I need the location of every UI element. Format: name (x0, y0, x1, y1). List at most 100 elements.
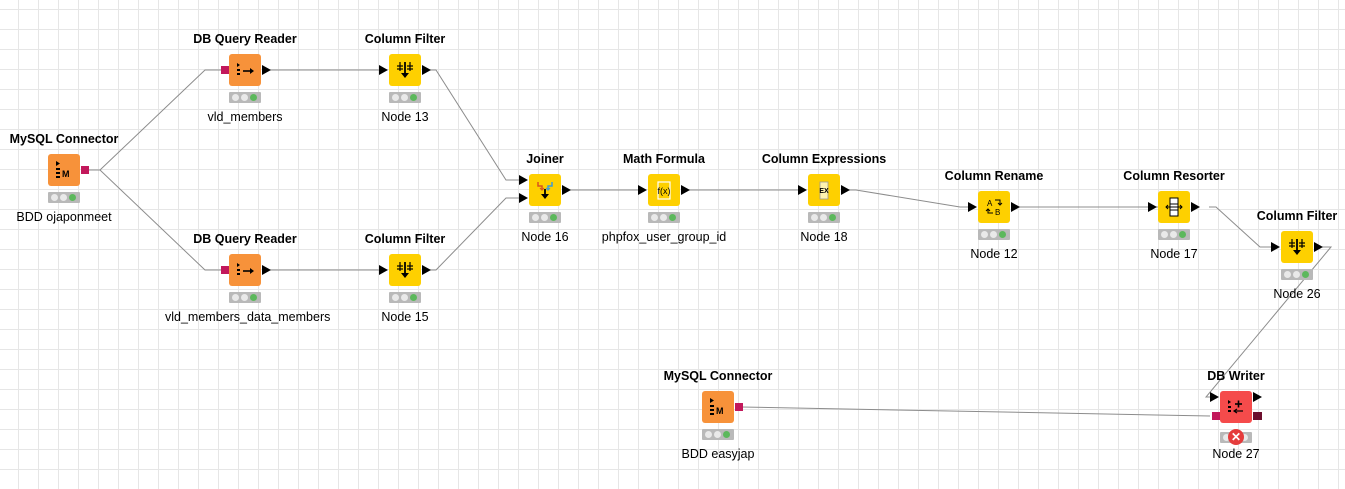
status-light-green (723, 431, 730, 438)
node-mysql-connector-1[interactable]: MySQL Connector M BDD ojaponmeet (0, 132, 144, 232)
db-input-port[interactable] (221, 266, 229, 274)
status-light-green (550, 214, 557, 221)
node-label[interactable]: BDD easyjap (681, 447, 755, 461)
node-title: MySQL Connector (9, 132, 119, 146)
db-output-port[interactable] (735, 403, 743, 411)
node-body[interactable] (389, 254, 421, 286)
data-input-port[interactable] (379, 65, 388, 75)
node-title: DB Query Reader (193, 232, 297, 246)
node-label[interactable]: Node 27 (1212, 447, 1260, 461)
node-label[interactable]: phpfox_user_group_id (601, 230, 727, 244)
node-label[interactable]: vld_members (207, 110, 283, 124)
node-label[interactable]: Node 17 (1150, 247, 1198, 261)
node-label[interactable]: vld_members_data_members (165, 310, 331, 324)
data-output-port[interactable] (681, 185, 690, 195)
node-label[interactable]: Node 13 (381, 110, 429, 124)
node-column-expressions[interactable]: Column Expressions EX Node 18 (744, 152, 904, 252)
node-body[interactable] (529, 174, 561, 206)
data-input-port[interactable] (1210, 392, 1219, 402)
status-light-red (981, 231, 988, 238)
node-db-query-reader-1[interactable]: DB Query Reader vld_members (165, 32, 325, 132)
data-output-port[interactable] (1253, 392, 1262, 402)
node-body[interactable]: f(x) (648, 174, 680, 206)
node-body[interactable]: A B (978, 191, 1010, 223)
status-indicator (389, 292, 421, 303)
node-title: DB Query Reader (193, 32, 297, 46)
node-body[interactable]: M (702, 391, 734, 423)
svg-text:B: B (995, 208, 1000, 217)
svg-text:M: M (716, 406, 724, 416)
node-body[interactable] (1281, 231, 1313, 263)
status-indicator (1281, 269, 1313, 280)
node-label[interactable]: Node 18 (800, 230, 848, 244)
data-output-port[interactable] (562, 185, 571, 195)
node-title: DB Writer (1207, 369, 1265, 383)
node-body[interactable] (229, 54, 261, 86)
svg-text:M: M (62, 169, 70, 179)
node-label[interactable]: Node 15 (381, 310, 429, 324)
data-input-port[interactable] (638, 185, 647, 195)
node-label[interactable]: Node 12 (970, 247, 1018, 261)
status-light-yellow (241, 294, 248, 301)
node-column-filter-13[interactable]: Column Filter Node 13 (325, 32, 485, 132)
status-light-yellow (401, 294, 408, 301)
node-body[interactable] (229, 254, 261, 286)
status-light-yellow (820, 214, 827, 221)
node-body[interactable] (1220, 391, 1252, 423)
node-label[interactable]: Node 26 (1273, 287, 1321, 301)
db-writer-icon (1228, 400, 1243, 414)
status-light-red (392, 294, 399, 301)
data-input-port[interactable] (798, 185, 807, 195)
mysql-icon: M (56, 161, 70, 179)
node-column-filter-15[interactable]: Column Filter Node 15 (325, 232, 485, 332)
node-column-resorter[interactable]: Column Resorter Node 17 (1094, 169, 1254, 269)
data-output-port[interactable] (422, 65, 431, 75)
status-light-red (532, 214, 539, 221)
data-output-port[interactable] (841, 185, 850, 195)
left-input-port[interactable] (519, 175, 528, 185)
status-light-red (232, 294, 239, 301)
data-output-port[interactable] (1191, 202, 1200, 212)
status-light-green (410, 294, 417, 301)
node-db-writer[interactable]: DB Writer ✕ Node 27 (1156, 369, 1316, 469)
data-output-port[interactable] (1011, 202, 1020, 212)
data-output-port[interactable] (1314, 242, 1323, 252)
error-icon: ✕ (1228, 429, 1244, 445)
status-light-yellow (541, 214, 548, 221)
data-output-port[interactable] (422, 265, 431, 275)
node-column-filter-26[interactable]: Column Filter Node 26 (1217, 209, 1345, 309)
db-input-port[interactable] (1212, 412, 1220, 420)
data-input-port[interactable] (1148, 202, 1157, 212)
status-indicator (1158, 229, 1190, 240)
node-title: Column Filter (364, 232, 446, 246)
status-indicator (529, 212, 561, 223)
status-light-yellow (60, 194, 67, 201)
node-body[interactable] (1158, 191, 1190, 223)
node-label[interactable]: BDD ojaponmeet (16, 210, 112, 224)
node-db-query-reader-2[interactable]: DB Query Reader vld_members_data_members (165, 232, 331, 332)
data-input-port[interactable] (968, 202, 977, 212)
db-output-port[interactable] (1253, 412, 1262, 420)
data-output-port[interactable] (262, 65, 271, 75)
column-expressions-icon: EX (819, 181, 829, 200)
node-title: Column Filter (364, 32, 446, 46)
node-column-rename[interactable]: Column Rename A B Node 12 (914, 169, 1074, 269)
node-label[interactable]: Node 16 (521, 230, 569, 244)
node-body[interactable]: EX (808, 174, 840, 206)
db-output-port[interactable] (81, 166, 89, 174)
node-mysql-connector-2[interactable]: MySQL Connector M BDD easyjap (638, 369, 798, 469)
status-light-red (392, 94, 399, 101)
node-joiner[interactable]: Joiner Node 16 (465, 152, 625, 252)
data-input-port[interactable] (379, 265, 388, 275)
node-title: MySQL Connector (663, 369, 773, 383)
status-light-red (51, 194, 58, 201)
status-light-green (1302, 271, 1309, 278)
data-input-port[interactable] (1271, 242, 1280, 252)
right-input-port[interactable] (519, 193, 528, 203)
node-body[interactable]: M (48, 154, 80, 186)
data-output-port[interactable] (262, 265, 271, 275)
node-body[interactable] (389, 54, 421, 86)
db-input-port[interactable] (221, 66, 229, 74)
node-math-formula[interactable]: Math Formula f(x) phpfox_user_group_id (584, 152, 744, 252)
